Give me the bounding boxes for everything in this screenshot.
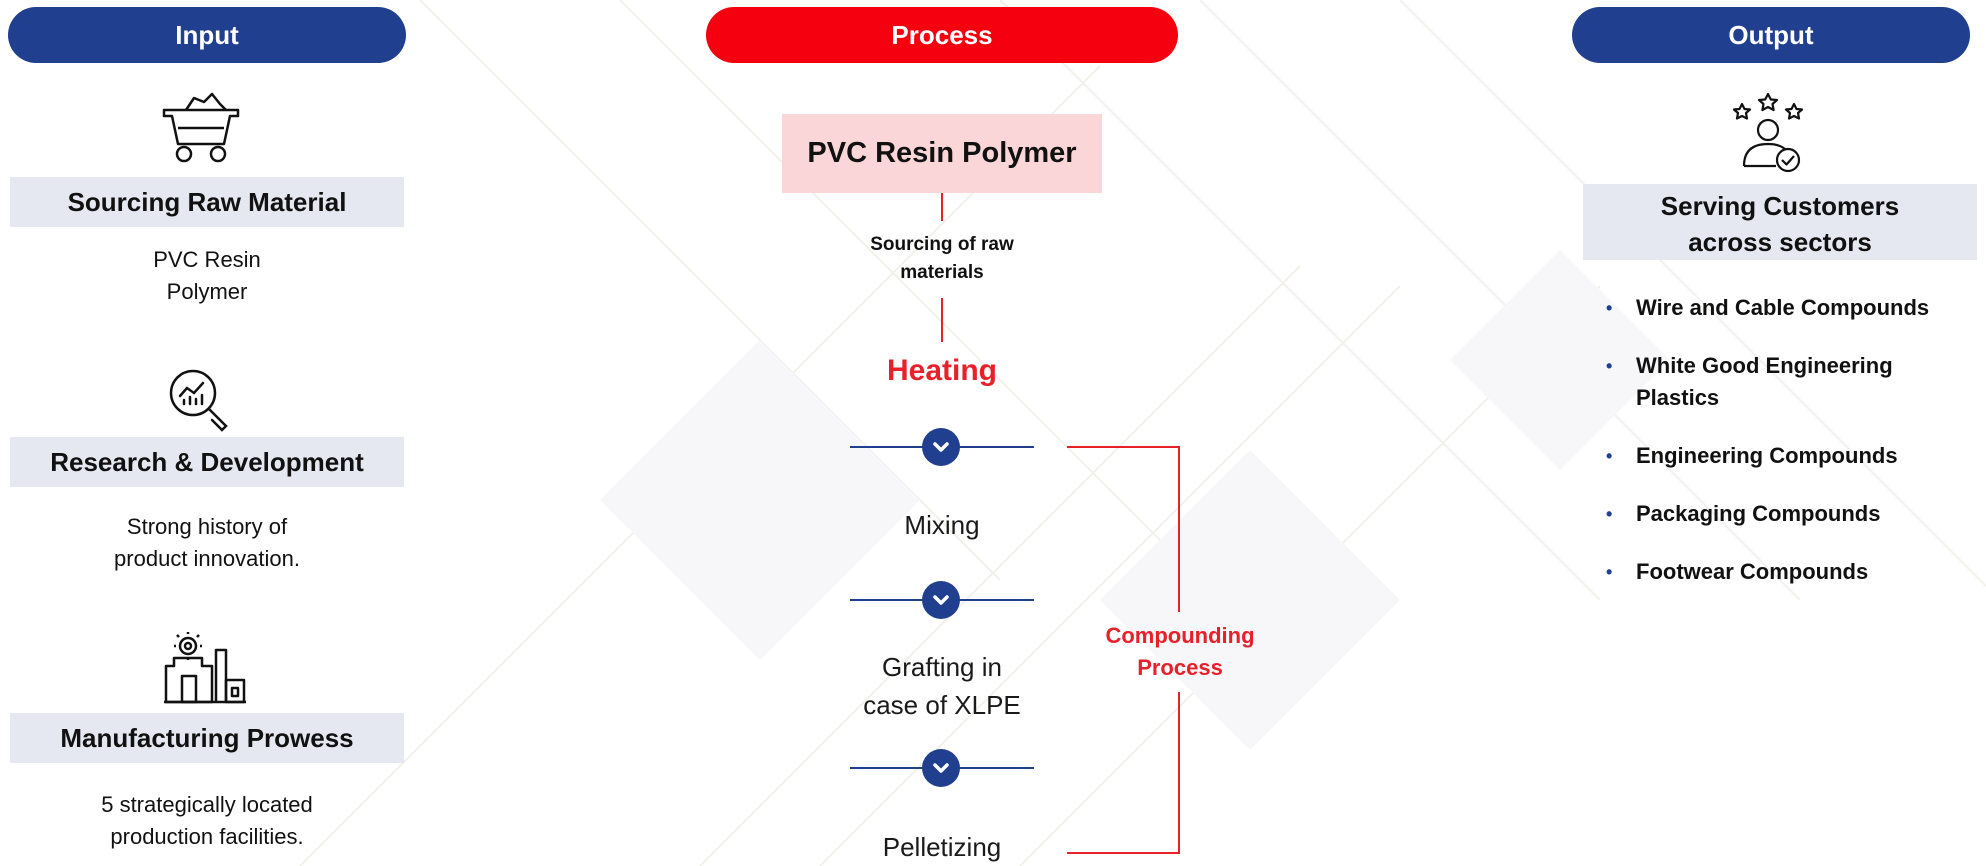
heating-label: Heating	[886, 354, 997, 387]
list-item: • Packaging Compounds	[1604, 498, 1984, 530]
input-title-3: Manufacturing Prowess	[10, 713, 404, 763]
output-sector-list: • Wire and Cable Compounds • White Good En…	[1604, 292, 1984, 614]
compounding-bracket	[1067, 446, 1180, 854]
list-item: • Engineering Compounds	[1604, 440, 1984, 472]
input-desc-3-line-1: 5 strategically located	[101, 792, 313, 817]
bullet-icon: •	[1606, 356, 1613, 376]
compounding-label-line-2: Process	[1137, 655, 1223, 680]
bullet-icon: •	[1606, 504, 1613, 524]
bullet-icon: •	[1606, 446, 1613, 466]
input-desc-2-line-1: Strong history of	[126, 514, 288, 539]
output-item-3: Engineering Compounds	[1636, 443, 1898, 468]
step-grafting-line-2: case of XLPE	[863, 690, 1021, 720]
output-item-5: Footwear Compounds	[1636, 559, 1869, 584]
step-grafting-line-1: Grafting in	[882, 652, 1002, 682]
mining-cart-icon	[162, 92, 240, 163]
output-item-4: Packaging Compounds	[1636, 501, 1881, 526]
output-title: Serving Customers across sectors	[1583, 184, 1977, 260]
input-desc-1-line-1: PVC Resin	[153, 247, 261, 272]
input-title-1: Sourcing Raw Material	[10, 177, 404, 227]
chevron-down-icon	[922, 428, 960, 466]
output-item-1: Wire and Cable Compounds	[1636, 295, 1930, 320]
input-desc-3: 5 strategically located production facil…	[10, 789, 404, 853]
chevron-down-icon	[922, 581, 960, 619]
input-desc-3-line-2: production facilities.	[110, 824, 304, 849]
pvc-resin-box: PVC Resin Polymer	[782, 114, 1102, 193]
list-item: • Footwear Compounds	[1604, 556, 1984, 588]
input-desc-1: PVC Resin Polymer	[10, 244, 404, 308]
bullet-icon: •	[1606, 298, 1613, 318]
output-title-line-2: across sectors	[1688, 227, 1872, 257]
input-title-2: Research & Development	[10, 437, 404, 487]
process-header: Process	[706, 7, 1178, 63]
compounding-process-label: Compounding Process	[1090, 620, 1270, 684]
input-desc-1-line-2: Polymer	[166, 279, 248, 304]
step-grafting: Grafting in case of XLPE	[812, 648, 1072, 724]
input-header: Input	[8, 7, 406, 63]
input-desc-2: Strong history of product innovation.	[10, 511, 404, 575]
bullet-icon: •	[1606, 562, 1613, 582]
analytics-magnifier-icon	[169, 369, 228, 432]
output-item-2-line-2: Plastics	[1636, 385, 1720, 410]
step-pelletizing: Pelletizing	[882, 832, 1002, 862]
chevron-down-icon	[922, 749, 960, 787]
sourcing-label: Sourcing of raw materials	[812, 231, 1072, 287]
sourcing-label-line-1: Sourcing of raw	[870, 234, 1014, 255]
sourcing-label-line-2: materials	[900, 262, 984, 283]
input-desc-2-line-2: product innovation.	[114, 546, 300, 571]
factory-gear-icon	[164, 632, 246, 704]
output-title-line-1: Serving Customers	[1660, 191, 1900, 221]
output-item-2-line-1: White Good Engineering	[1636, 353, 1893, 378]
output-header: Output	[1572, 7, 1970, 63]
list-item: • Wire and Cable Compounds	[1604, 292, 1984, 324]
customer-rating-icon	[1732, 92, 1804, 173]
step-mixing: Mixing	[904, 510, 980, 540]
compounding-label-line-1: Compounding	[1105, 623, 1255, 648]
